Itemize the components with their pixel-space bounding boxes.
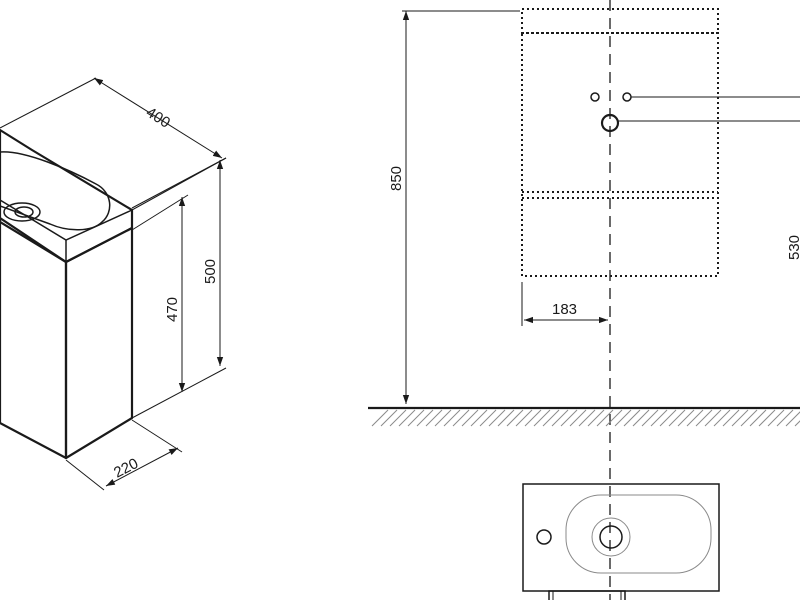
basin-outline-dotted xyxy=(521,8,719,34)
hatch-stroke xyxy=(506,409,524,427)
hatch-stroke xyxy=(650,409,668,427)
hatch-stroke xyxy=(677,409,695,427)
hatch-stroke xyxy=(470,409,488,427)
hatch-stroke xyxy=(389,409,407,427)
top-view-drain-outer xyxy=(591,517,631,557)
dimension-mount-height-label: 850 xyxy=(388,166,405,191)
hatch-stroke xyxy=(443,409,461,427)
hatch-stroke xyxy=(416,409,434,427)
hatch-stroke xyxy=(695,409,713,427)
top-view-wall-plate xyxy=(548,590,626,600)
floor-hatching xyxy=(371,409,800,427)
hatch-stroke xyxy=(551,409,569,427)
dimension-depth-label: 220 xyxy=(111,455,141,482)
hatch-stroke xyxy=(524,409,542,427)
dimension-outlet-height-label: 530 xyxy=(786,235,800,260)
top-view-drain-inner xyxy=(599,525,623,549)
hatch-stroke xyxy=(740,409,758,427)
isometric-view: 400 500 470 220 xyxy=(0,77,227,491)
cabinet-front-face xyxy=(0,216,68,460)
dimension-height-cabinet-label: 470 xyxy=(164,297,181,322)
hatch-stroke xyxy=(371,409,389,427)
hatch-stroke xyxy=(641,409,659,427)
hatch-stroke xyxy=(713,409,731,427)
hatch-stroke xyxy=(722,409,740,427)
hatch-stroke xyxy=(614,409,632,427)
water-inlet-right xyxy=(622,92,632,102)
dimension-width-label: 400 xyxy=(143,104,173,132)
front-elevation: 850 530 183 xyxy=(368,0,800,600)
hatch-stroke xyxy=(749,409,767,427)
water-inlet-left xyxy=(590,92,600,102)
hatch-stroke xyxy=(461,409,479,427)
basin-bowl xyxy=(0,151,111,231)
hatch-stroke xyxy=(767,409,785,427)
waste-outlet xyxy=(600,113,620,133)
cabinet-outline-dotted xyxy=(521,32,719,277)
hatch-stroke xyxy=(560,409,578,427)
hatch-stroke xyxy=(380,409,398,427)
hatch-stroke xyxy=(794,420,800,427)
hatch-stroke xyxy=(425,409,443,427)
hatch-stroke xyxy=(632,409,650,427)
hatch-stroke xyxy=(668,409,686,427)
top-view-tap-hole xyxy=(536,529,552,545)
hatch-stroke xyxy=(497,409,515,427)
dimension-drain-offset-label: 183 xyxy=(552,301,577,318)
basin-top xyxy=(0,128,134,264)
top-view-basin-outline xyxy=(522,483,720,592)
hatch-stroke xyxy=(731,409,749,427)
hatch-stroke xyxy=(785,411,800,427)
top-view xyxy=(522,483,720,600)
hatch-stroke xyxy=(398,409,416,427)
hatch-stroke xyxy=(596,409,614,427)
dimension-height-total-label: 500 xyxy=(202,259,219,284)
hatch-stroke xyxy=(569,409,587,427)
hatch-stroke xyxy=(587,409,605,427)
hatch-stroke xyxy=(407,409,425,427)
hatch-stroke xyxy=(704,409,722,427)
hatch-stroke xyxy=(605,409,623,427)
top-view-bowl xyxy=(565,494,712,574)
hatch-stroke xyxy=(479,409,497,427)
hatch-stroke xyxy=(542,409,560,427)
cabinet-side-face xyxy=(64,226,134,460)
hatch-stroke xyxy=(623,409,641,427)
hatch-stroke xyxy=(659,409,677,427)
hatch-stroke xyxy=(686,409,704,427)
hatch-stroke xyxy=(578,409,596,427)
hatch-stroke xyxy=(488,409,506,427)
hatch-stroke xyxy=(515,409,533,427)
basin-drain xyxy=(3,202,41,222)
hatch-stroke xyxy=(452,409,470,427)
hatch-stroke xyxy=(434,409,452,427)
hatch-stroke xyxy=(758,409,776,427)
hatch-stroke xyxy=(533,409,551,427)
hatch-stroke xyxy=(776,409,794,427)
